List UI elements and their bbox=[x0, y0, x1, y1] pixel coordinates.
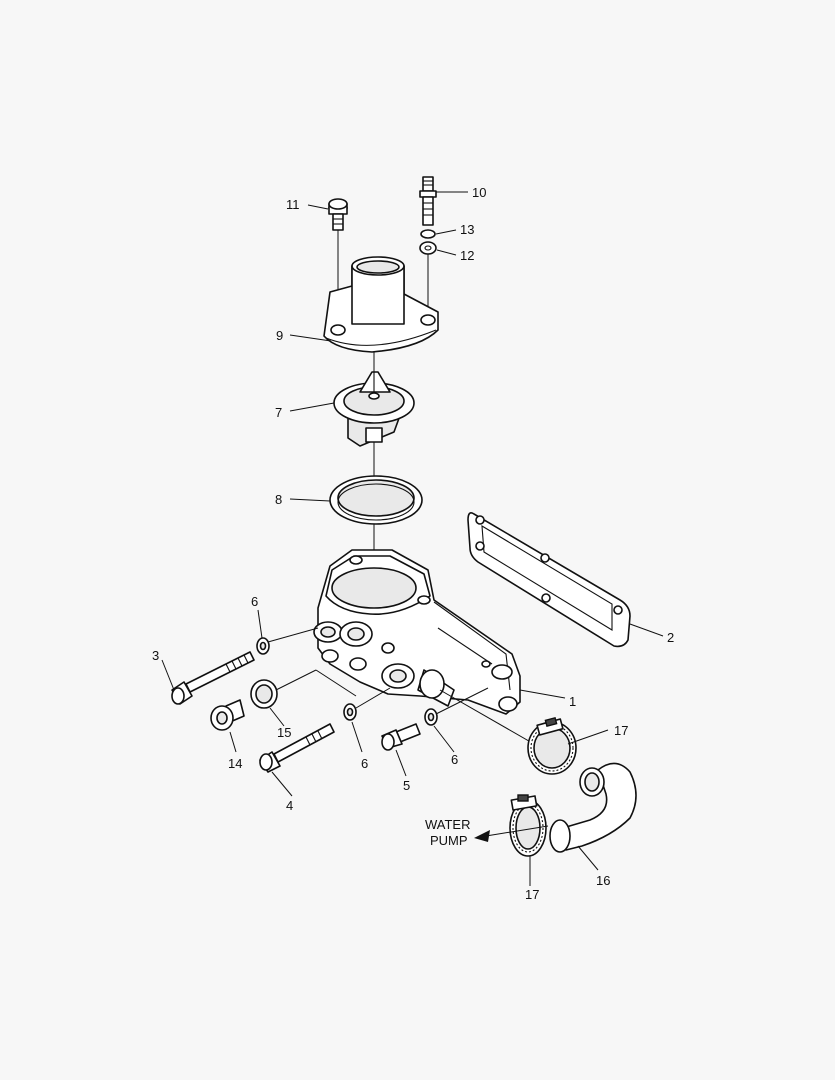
callout-6-upper: 6 bbox=[251, 594, 258, 609]
callout-7: 7 bbox=[275, 405, 282, 420]
callout-16: 16 bbox=[596, 873, 610, 888]
callout-2: 2 bbox=[667, 630, 674, 645]
housing-body-part-1 bbox=[313, 549, 521, 715]
callout-6-middle: 6 bbox=[361, 756, 368, 771]
callout-5: 5 bbox=[403, 778, 410, 793]
callout-10: 10 bbox=[472, 185, 486, 200]
water-pump-label-line2: PUMP bbox=[430, 833, 468, 848]
callout-15: 15 bbox=[277, 725, 291, 740]
stud-part-10 bbox=[419, 176, 437, 226]
thermostat-part-7 bbox=[333, 371, 415, 447]
gasket-part-2 bbox=[467, 512, 631, 648]
plug-part-14 bbox=[210, 699, 245, 731]
o-ring-part-15 bbox=[250, 679, 278, 709]
callout-9: 9 bbox=[276, 328, 283, 343]
callout-3: 3 bbox=[152, 648, 159, 663]
callout-13: 13 bbox=[460, 222, 474, 237]
hose-clamp-part-17-lower bbox=[509, 794, 547, 857]
bolt-part-5 bbox=[381, 723, 421, 751]
bolt-part-4 bbox=[259, 723, 335, 773]
washer-part-12 bbox=[419, 241, 437, 255]
housing-cover-part-9 bbox=[323, 256, 439, 353]
washer-part-13 bbox=[420, 229, 436, 239]
callout-17-lower: 17 bbox=[525, 887, 539, 902]
hose-part-16 bbox=[549, 762, 637, 853]
callout-6-lower: 6 bbox=[451, 752, 458, 767]
callout-11: 11 bbox=[286, 197, 300, 212]
callout-17-upper: 17 bbox=[614, 723, 628, 738]
hose-clamp-part-17-upper bbox=[527, 716, 577, 775]
bolt-part-11 bbox=[328, 198, 348, 231]
water-pump-label-line1: WATER bbox=[425, 817, 471, 832]
callout-12: 12 bbox=[460, 248, 474, 263]
callout-4: 4 bbox=[286, 798, 293, 813]
water-pump-arrowhead bbox=[474, 830, 490, 842]
seal-ring-part-8 bbox=[329, 475, 423, 525]
water-pump-arrow bbox=[485, 825, 549, 837]
callout-14: 14 bbox=[228, 756, 242, 771]
bolt-part-3 bbox=[171, 651, 255, 705]
callout-1: 1 bbox=[569, 694, 576, 709]
callout-8: 8 bbox=[275, 492, 282, 507]
